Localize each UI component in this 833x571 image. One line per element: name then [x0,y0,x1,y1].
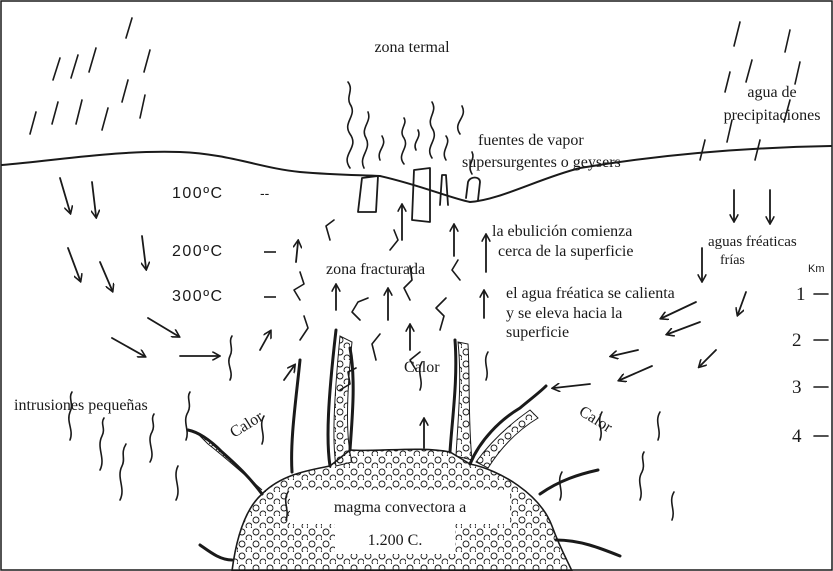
rain-label-line2: precipitaciones [724,107,821,124]
thermal-zone-label: zona termal [374,39,450,56]
scale-tick-3: 3 [792,377,802,398]
temp-100-label: 100ºC [172,185,224,202]
boiling-label-line2: cerca de la superficie [498,243,633,260]
heating-label-line1: el agua fréatica se calienta [506,285,675,302]
magma-label-line1: magma convectora a [334,499,466,516]
heat-label-center: Calor [404,359,440,376]
scale-tick-2: 2 [792,330,802,351]
fractured-zone-label: zona fracturada [326,261,425,278]
heating-label-line2: y se eleva hacia la [506,305,622,322]
scale-tick-4: 4 [792,426,802,447]
scale-unit-label: Km [808,263,825,275]
temp-300-label: 300ºC [172,288,224,305]
rain-label-line1: agua de [747,84,796,101]
intrusions-label: intrusiones pequeñas [14,397,148,414]
steam-label-line2: supersurgentes o geysers [462,154,621,171]
temp-200-label: 200ºC [172,243,224,260]
temp-100-dash: -- [260,185,270,201]
steam-label-line1: fuentes de vapor [478,132,584,149]
cold-water-label-line2: frías [720,253,745,268]
boiling-label-line1: la ebulición comienza [492,223,632,240]
cold-water-label-line1: aguas fréaticas [708,234,797,250]
heating-label-line3: superficie [506,324,569,341]
magma-label-line2: 1.200 C. [368,532,423,549]
scale-tick-1: 1 [796,284,806,305]
